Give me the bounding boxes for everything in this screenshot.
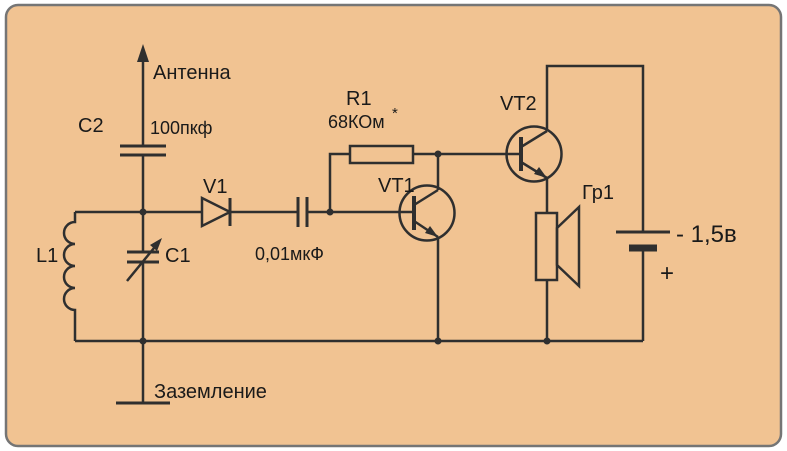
antenna-label: Антенна — [153, 62, 232, 84]
junction-dot — [434, 337, 442, 345]
diode-triangle — [200, 195, 233, 229]
r1-left-branch-wire — [328, 152, 350, 212]
v1-name-label: V1 — [203, 176, 227, 198]
speaker-cone — [555, 204, 581, 289]
resistor-r1 — [348, 144, 415, 165]
battery-value-label: - 1,5в — [676, 221, 737, 248]
vt2-collector-lead — [520, 129, 548, 149]
junction-dots — [139, 150, 551, 345]
junction-dot — [434, 150, 442, 158]
battery-plus-label: + — [660, 260, 674, 287]
transistor-vt1 — [398, 184, 456, 242]
diode-v1 — [200, 195, 233, 229]
c1-name-label: C1 — [165, 245, 191, 267]
speaker-name-label: Гр1 — [582, 182, 614, 204]
labels: Антенна C2 100пкф V1 L1 C1 0,01мкФ R1 68… — [36, 62, 737, 403]
speaker-gr1 — [534, 204, 581, 289]
c2-value-label: 100пкф — [150, 118, 213, 138]
battery — [616, 230, 670, 252]
capacitor-coupling — [296, 197, 309, 227]
r1-value-label: 68КОм — [328, 112, 385, 132]
vt1-emitter-arrow — [425, 226, 438, 237]
r1-name-label: R1 — [346, 88, 372, 110]
panel-background — [4, 3, 783, 448]
c1-arrow-head — [150, 238, 162, 251]
capacitor-c2 — [120, 144, 166, 157]
vt1-body — [398, 184, 456, 242]
antenna-arrow-icon — [137, 44, 149, 62]
ground-label: Заземление — [154, 381, 267, 403]
inductor-l1 — [62, 212, 77, 341]
junction-dot — [139, 337, 147, 345]
l1-name-label: L1 — [36, 245, 58, 267]
transistor-vt2 — [505, 125, 563, 183]
variable-capacitor-c1 — [126, 238, 162, 282]
junction-dot — [543, 337, 551, 345]
r1-note-label: * — [392, 105, 398, 122]
vt1-collector-lead — [413, 188, 439, 207]
vt2-emitter-arrow — [534, 167, 547, 178]
c2-name-label: C2 — [78, 115, 104, 137]
vt1-name-label: VT1 — [378, 175, 415, 197]
junction-dot — [139, 208, 147, 216]
coupling-cap-value-label: 0,01мкФ — [255, 244, 324, 264]
vt2-name-label: VT2 — [500, 93, 537, 115]
vt2-body — [505, 125, 563, 183]
c1-arrow-shaft — [126, 247, 155, 282]
junction-dot — [326, 208, 334, 216]
vt2-collector-to-battery-wire — [545, 64, 645, 232]
